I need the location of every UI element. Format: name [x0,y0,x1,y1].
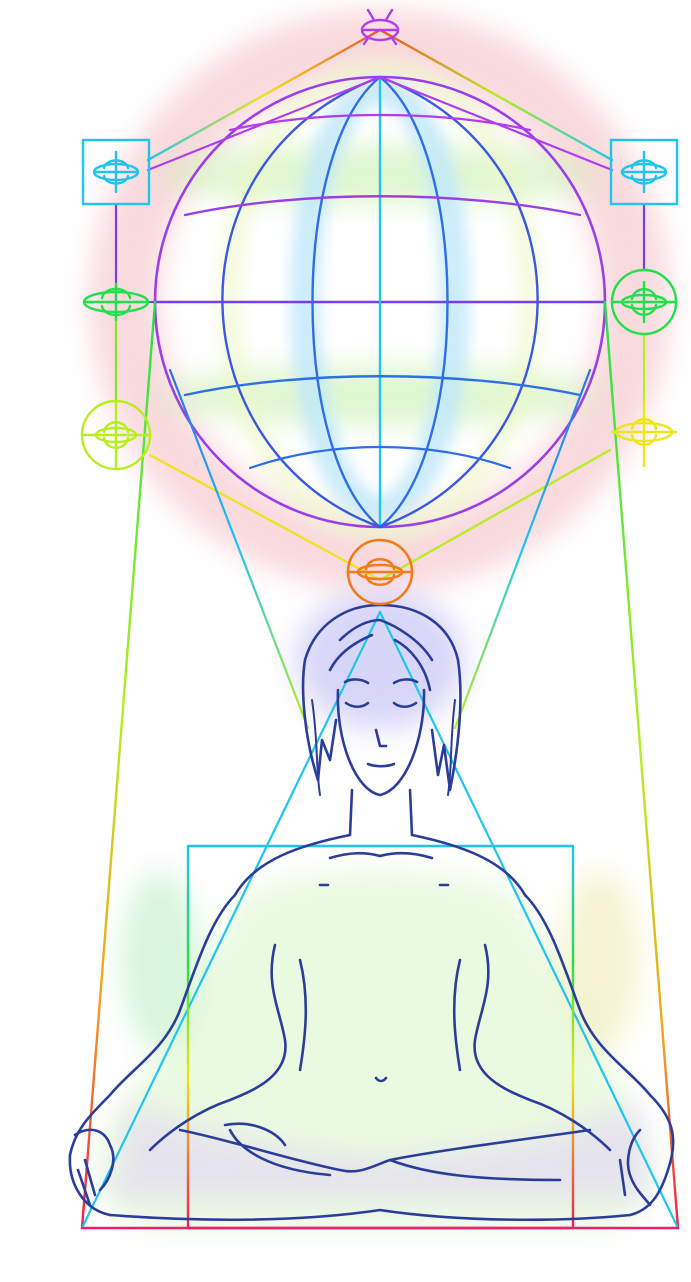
circle-cross-icon [82,401,150,469]
figure-glow [96,870,654,1230]
